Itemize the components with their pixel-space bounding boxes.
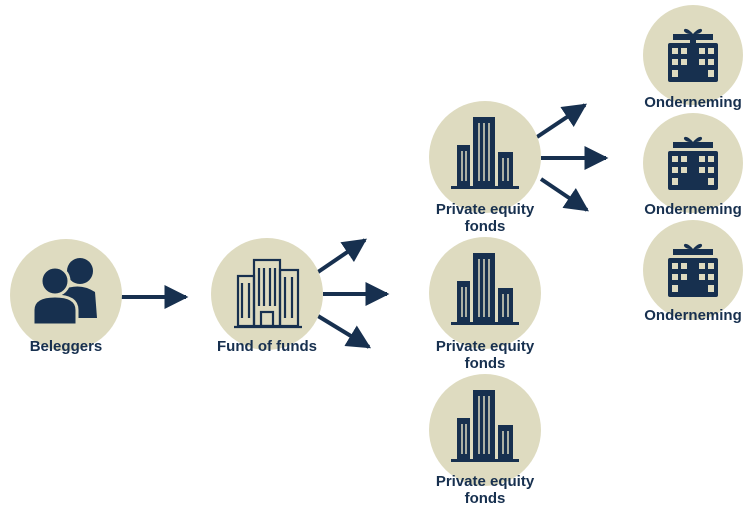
company-gift-icon <box>668 136 718 190</box>
node-beleggers <box>10 239 122 351</box>
onderneming-1-label: Onderneming <box>644 94 742 111</box>
beleggers-label: Beleggers <box>29 338 103 355</box>
arrow-fund-to-pe-top <box>316 238 367 274</box>
arrow-pe-to-onderneming-top <box>535 103 587 139</box>
onderneming-3-label: Onderneming <box>644 307 742 324</box>
private-equity-1-label: Private equity fonds <box>410 201 560 235</box>
node-onderneming-3 <box>643 220 743 320</box>
private-equity-1-label-line2: fonds <box>464 218 506 235</box>
node-onderneming-2 <box>643 113 743 213</box>
private-equity-3-label-line1: Private equity <box>435 473 535 490</box>
arrow-fund-to-pe-bottom <box>316 314 372 349</box>
private-equity-2-label: Private equity fonds <box>410 338 560 372</box>
private-equity-1-label-line1: Private equity <box>435 201 535 218</box>
node-onderneming-1 <box>643 5 743 105</box>
node-fund-of-funds <box>211 238 323 350</box>
arrow-pe-to-onderneming-bottom <box>539 177 589 212</box>
skyscraper-icon <box>451 253 519 325</box>
company-gift-icon <box>668 28 718 82</box>
private-equity-2-label-line2: fonds <box>464 355 506 372</box>
node-private-equity-2 <box>429 237 541 349</box>
skyscraper-icon <box>451 117 519 189</box>
company-gift-icon <box>668 243 718 297</box>
private-equity-3-label-line2: fonds <box>464 490 506 507</box>
office-building-icon <box>234 258 302 329</box>
fund-of-funds-label: Fund of funds <box>217 338 317 355</box>
skyscraper-icon <box>451 390 519 462</box>
node-private-equity-3 <box>429 374 541 486</box>
people-icon <box>31 258 97 327</box>
private-equity-3-label: Private equity fonds <box>410 473 560 507</box>
onderneming-2-label: Onderneming <box>644 201 742 218</box>
node-private-equity-1 <box>429 101 541 213</box>
private-equity-2-label-line1: Private equity <box>435 338 535 355</box>
